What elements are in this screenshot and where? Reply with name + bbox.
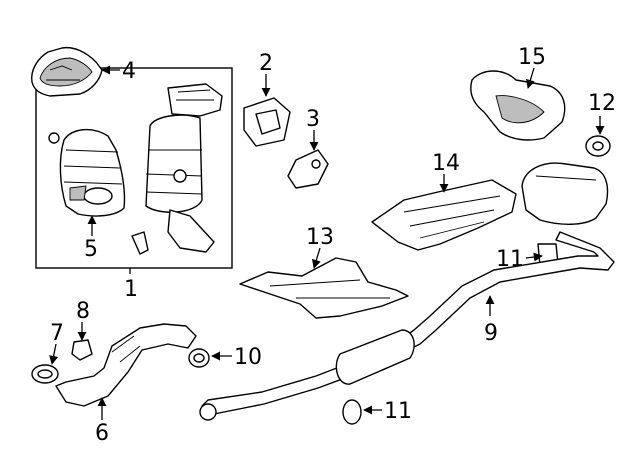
callout-3: 3 [306, 107, 320, 132]
part-front-pipe[interactable] [55, 323, 197, 407]
part-center-heat-shield[interactable] [239, 257, 409, 319]
part-rear-heat-shield[interactable] [470, 70, 566, 141]
part-catalytic-converter[interactable] [131, 83, 223, 255]
callout-labels: 1 2 3 4 5 6 7 8 9 10 11 11 12 13 14 15 [50, 45, 616, 446]
part-hanger-rubber-lower[interactable] [342, 399, 362, 425]
callout-4: 4 [122, 59, 136, 84]
callout-1: 1 [124, 277, 138, 302]
part-gasket-2[interactable] [243, 97, 291, 147]
catalytic-converter-assembly-box [35, 67, 233, 269]
callout-11-lower: 11 [384, 399, 412, 424]
leader-lines [49, 65, 605, 420]
part-gasket-7[interactable] [31, 364, 59, 384]
part-muffler[interactable] [521, 162, 609, 225]
part-lower-heat-shield[interactable] [48, 129, 126, 217]
part-exhaust-pipe[interactable] [199, 231, 615, 421]
callout-12: 12 [588, 91, 616, 116]
part-upper-heat-shield[interactable] [31, 46, 103, 97]
callout-7: 7 [50, 321, 64, 346]
part-mounting-rubber-12[interactable] [585, 135, 611, 157]
callout-10: 10 [234, 345, 262, 370]
callout-6: 6 [95, 421, 109, 446]
callout-14: 14 [432, 151, 460, 176]
callout-8: 8 [76, 299, 90, 324]
part-gasket-10[interactable] [188, 348, 210, 368]
part-floor-heat-shield[interactable] [371, 179, 517, 251]
callout-15: 15 [518, 45, 546, 70]
callout-2: 2 [259, 51, 273, 76]
callout-5: 5 [84, 237, 98, 262]
part-bracket-3[interactable] [287, 149, 329, 189]
part-nut-8[interactable] [71, 339, 93, 361]
callout-9: 9 [484, 321, 498, 346]
callout-11-upper: 11 [496, 247, 524, 272]
callout-13: 13 [306, 225, 334, 250]
